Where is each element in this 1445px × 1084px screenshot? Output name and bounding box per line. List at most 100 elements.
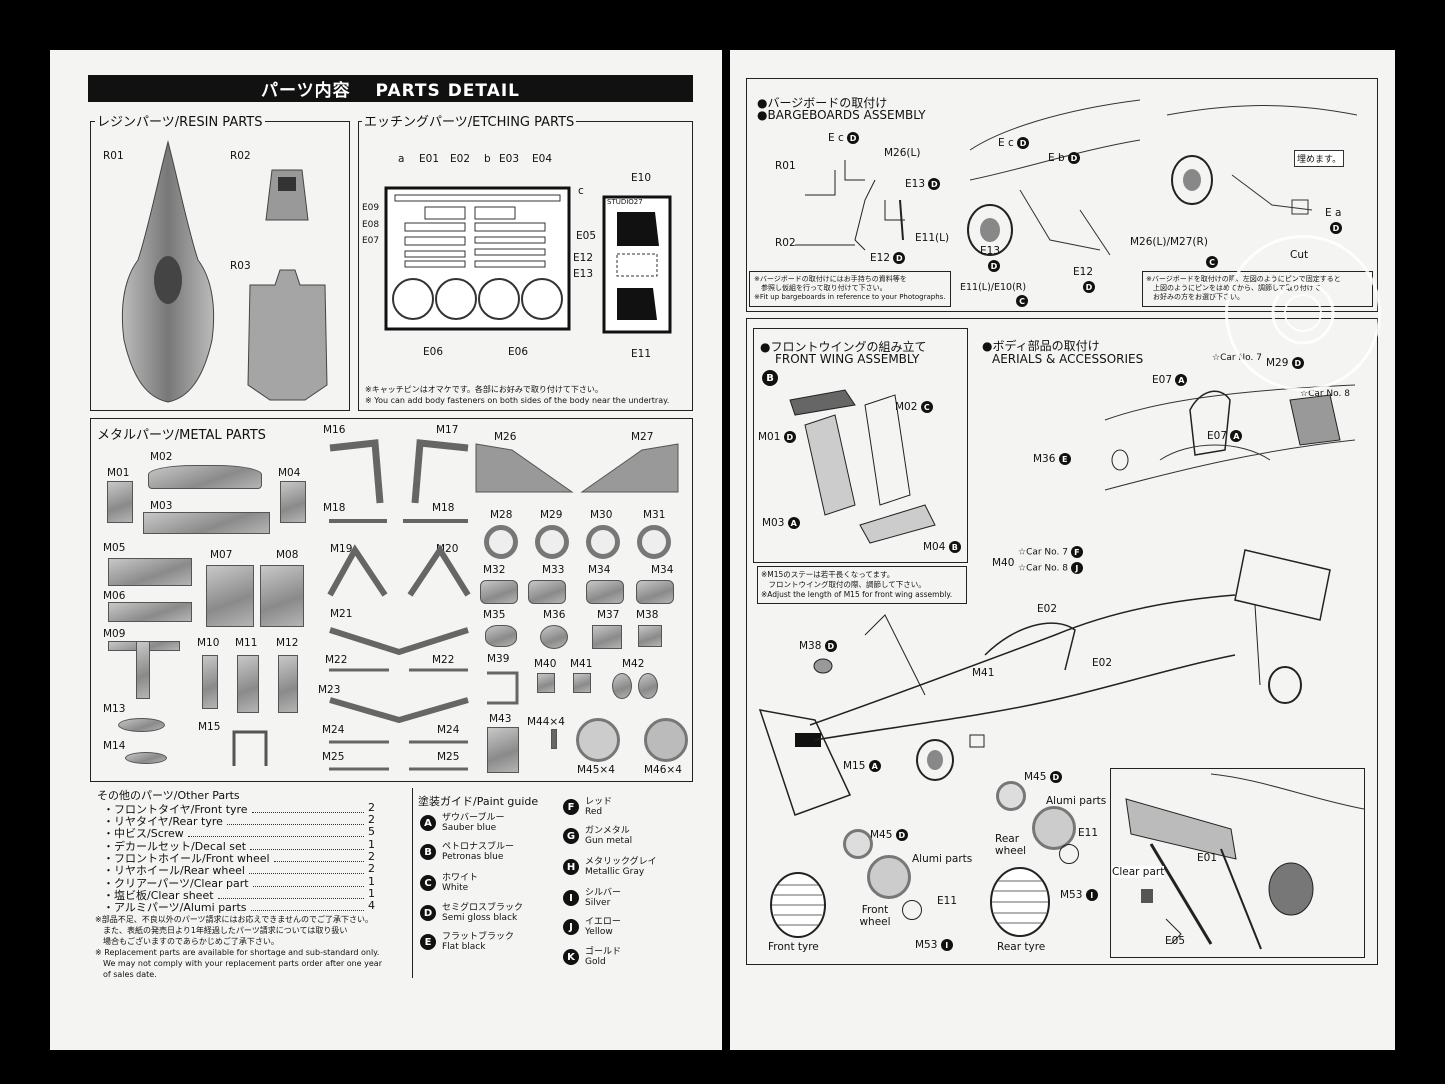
body-key-badge: A xyxy=(1230,430,1243,442)
body-key-badge: E xyxy=(1058,453,1071,465)
body-key-badge: D xyxy=(1291,357,1304,369)
front-wing-note-en: ※Adjust the length of M15 for front wing… xyxy=(761,590,953,599)
rear-label-e05: E05 xyxy=(1165,935,1185,947)
body-label-m36: M36 E xyxy=(1033,453,1071,465)
other-part-qty: 4 xyxy=(368,899,375,912)
etching-note-en: ※ You can add body fasteners on both sid… xyxy=(365,396,670,405)
paint-name-jp: シルバー xyxy=(585,888,622,898)
barge-key-badge: D xyxy=(1017,137,1030,149)
parts-detail-header: パーツ内容 PARTS DETAIL xyxy=(88,75,693,102)
paint-name-en: Petronas blue xyxy=(442,852,504,862)
barge-label-e11l-e10r: E11(L)/E10(R) xyxy=(960,282,1027,293)
label-m11: M11 xyxy=(235,637,258,649)
other-part-qty: 2 xyxy=(368,862,375,875)
wheel-label-m45-front: M45 D xyxy=(870,829,908,841)
barge-label-e12-text: E12 xyxy=(870,252,890,264)
barge-car-side-sketch xyxy=(967,99,1141,256)
body-title-en: AERIALS & ACCESSORIES xyxy=(992,352,1144,366)
label-m22b: M22 xyxy=(432,654,455,666)
assembly-box xyxy=(746,318,1378,965)
front-wing-key-badge: A xyxy=(787,517,800,529)
paint-name-en: White xyxy=(442,883,469,893)
label-m02: M02 xyxy=(150,451,173,463)
hobby-shop-stamp xyxy=(1194,204,1412,422)
paint-name-jp: セミグロスブラック xyxy=(442,903,524,913)
metal-part-m12 xyxy=(278,655,298,713)
metal-part-m06 xyxy=(108,602,192,622)
label-m17: M17 xyxy=(436,424,459,436)
label-m29: M29 xyxy=(540,509,563,521)
body-label-m15-text: M15 xyxy=(843,760,866,772)
body-label-car8-top: ☆Car No. 8 xyxy=(1300,389,1350,399)
metal-part-m18 xyxy=(329,519,468,523)
metal-part-m23 xyxy=(329,697,469,724)
metal-parts-box xyxy=(90,418,693,782)
metal-part-m28 xyxy=(484,525,518,559)
metal-part-m05 xyxy=(108,558,192,586)
barge-title-en: ●BARGEBOARDS ASSEMBLY xyxy=(757,108,926,122)
label-m30: M30 xyxy=(590,509,613,521)
wheel-label-front-wheel: Front wheel xyxy=(859,904,891,928)
paint-name-jp: ゴールド xyxy=(585,947,622,957)
front-wing-note-box xyxy=(757,566,967,604)
label-m26: M26 xyxy=(494,431,517,443)
metal-part-m36 xyxy=(540,625,568,649)
barge-label-e13-text: E13 xyxy=(905,178,925,190)
other-note-en-1: ※ Replacement parts are available for sh… xyxy=(95,948,380,957)
metal-part-m22 xyxy=(329,668,468,672)
etch-label-e09: E09 xyxy=(362,203,380,213)
barge-label-e12b: E12 xyxy=(1073,266,1093,278)
barge-note-box xyxy=(749,271,951,307)
wheel-label-rear-tyre: Rear tyre xyxy=(997,941,1046,953)
metal-part-m39 xyxy=(487,671,519,705)
barge-label-e12: E12 D xyxy=(870,252,906,264)
wheel-label-m45-front-text: M45 xyxy=(870,829,893,841)
metal-part-m30 xyxy=(586,525,620,559)
label-m03: M03 xyxy=(150,500,173,512)
cockpit-sketch xyxy=(1104,384,1356,491)
etch-label-e08: E08 xyxy=(362,220,380,230)
body-label-m29: M29 D xyxy=(1266,357,1304,369)
paint-key-badge: J xyxy=(563,919,579,935)
body-label-m29-text: M29 xyxy=(1266,357,1289,369)
metal-parts-m19-m20 xyxy=(327,544,471,597)
paint-name-jp: ペトロナスブルー xyxy=(442,842,515,852)
etch-label-e11: E11 xyxy=(631,348,651,360)
barge-note-jp-1: ※バージボードの取付けにはお手持ちの資料等を xyxy=(754,275,907,283)
paint-key-badge: A xyxy=(420,815,436,831)
rear-detail-sketch xyxy=(1125,773,1364,950)
wheel-label-m53-front-text: M53 xyxy=(915,939,938,951)
barge-label-ec2-text: E c xyxy=(998,137,1014,149)
metal-part-m43 xyxy=(487,727,519,773)
metal-part-m37 xyxy=(592,625,622,649)
other-note-en-2: We may not comply with your replacement … xyxy=(95,959,382,968)
wheel-label-m45-rear: M45 D xyxy=(1024,771,1062,783)
barge-label-cut: Cut xyxy=(1290,249,1309,261)
body-label-m36-text: M36 xyxy=(1033,453,1056,465)
body-label-m40: M40 xyxy=(992,557,1015,569)
barge-key-badge: C xyxy=(1016,295,1028,307)
barge-title-jp: ●バージボードの取付け xyxy=(757,96,888,110)
paint-name-jp: メタリックグレイ xyxy=(585,857,657,867)
barge-label-ec2: E c D xyxy=(998,137,1030,149)
paint-name-en: Red xyxy=(585,807,603,817)
barge-label-eb-text: E b xyxy=(1048,152,1065,164)
wheel-label-m45-rear-text: M45 xyxy=(1024,771,1047,783)
front-wing-title-en: FRONT WING ASSEMBLY xyxy=(775,352,920,366)
body-key-badge: J xyxy=(1070,562,1083,574)
body-label-e07b-text: E07 xyxy=(1207,430,1227,442)
label-r01: R01 xyxy=(103,150,124,162)
paint-key-badge: E xyxy=(420,934,436,950)
front-tyre-sketch xyxy=(770,872,826,938)
etch-label-e12: E12 xyxy=(573,252,593,264)
barge-label-eb: E b D xyxy=(1048,152,1080,164)
etch-label-e06b: E06 xyxy=(508,346,528,358)
metal-parts-m26-m27 xyxy=(475,443,679,493)
label-m36: M36 xyxy=(543,609,566,621)
label-m25b: M25 xyxy=(437,751,460,763)
front-wing-sketch xyxy=(789,389,936,544)
paint-key-badge: C xyxy=(420,875,436,891)
